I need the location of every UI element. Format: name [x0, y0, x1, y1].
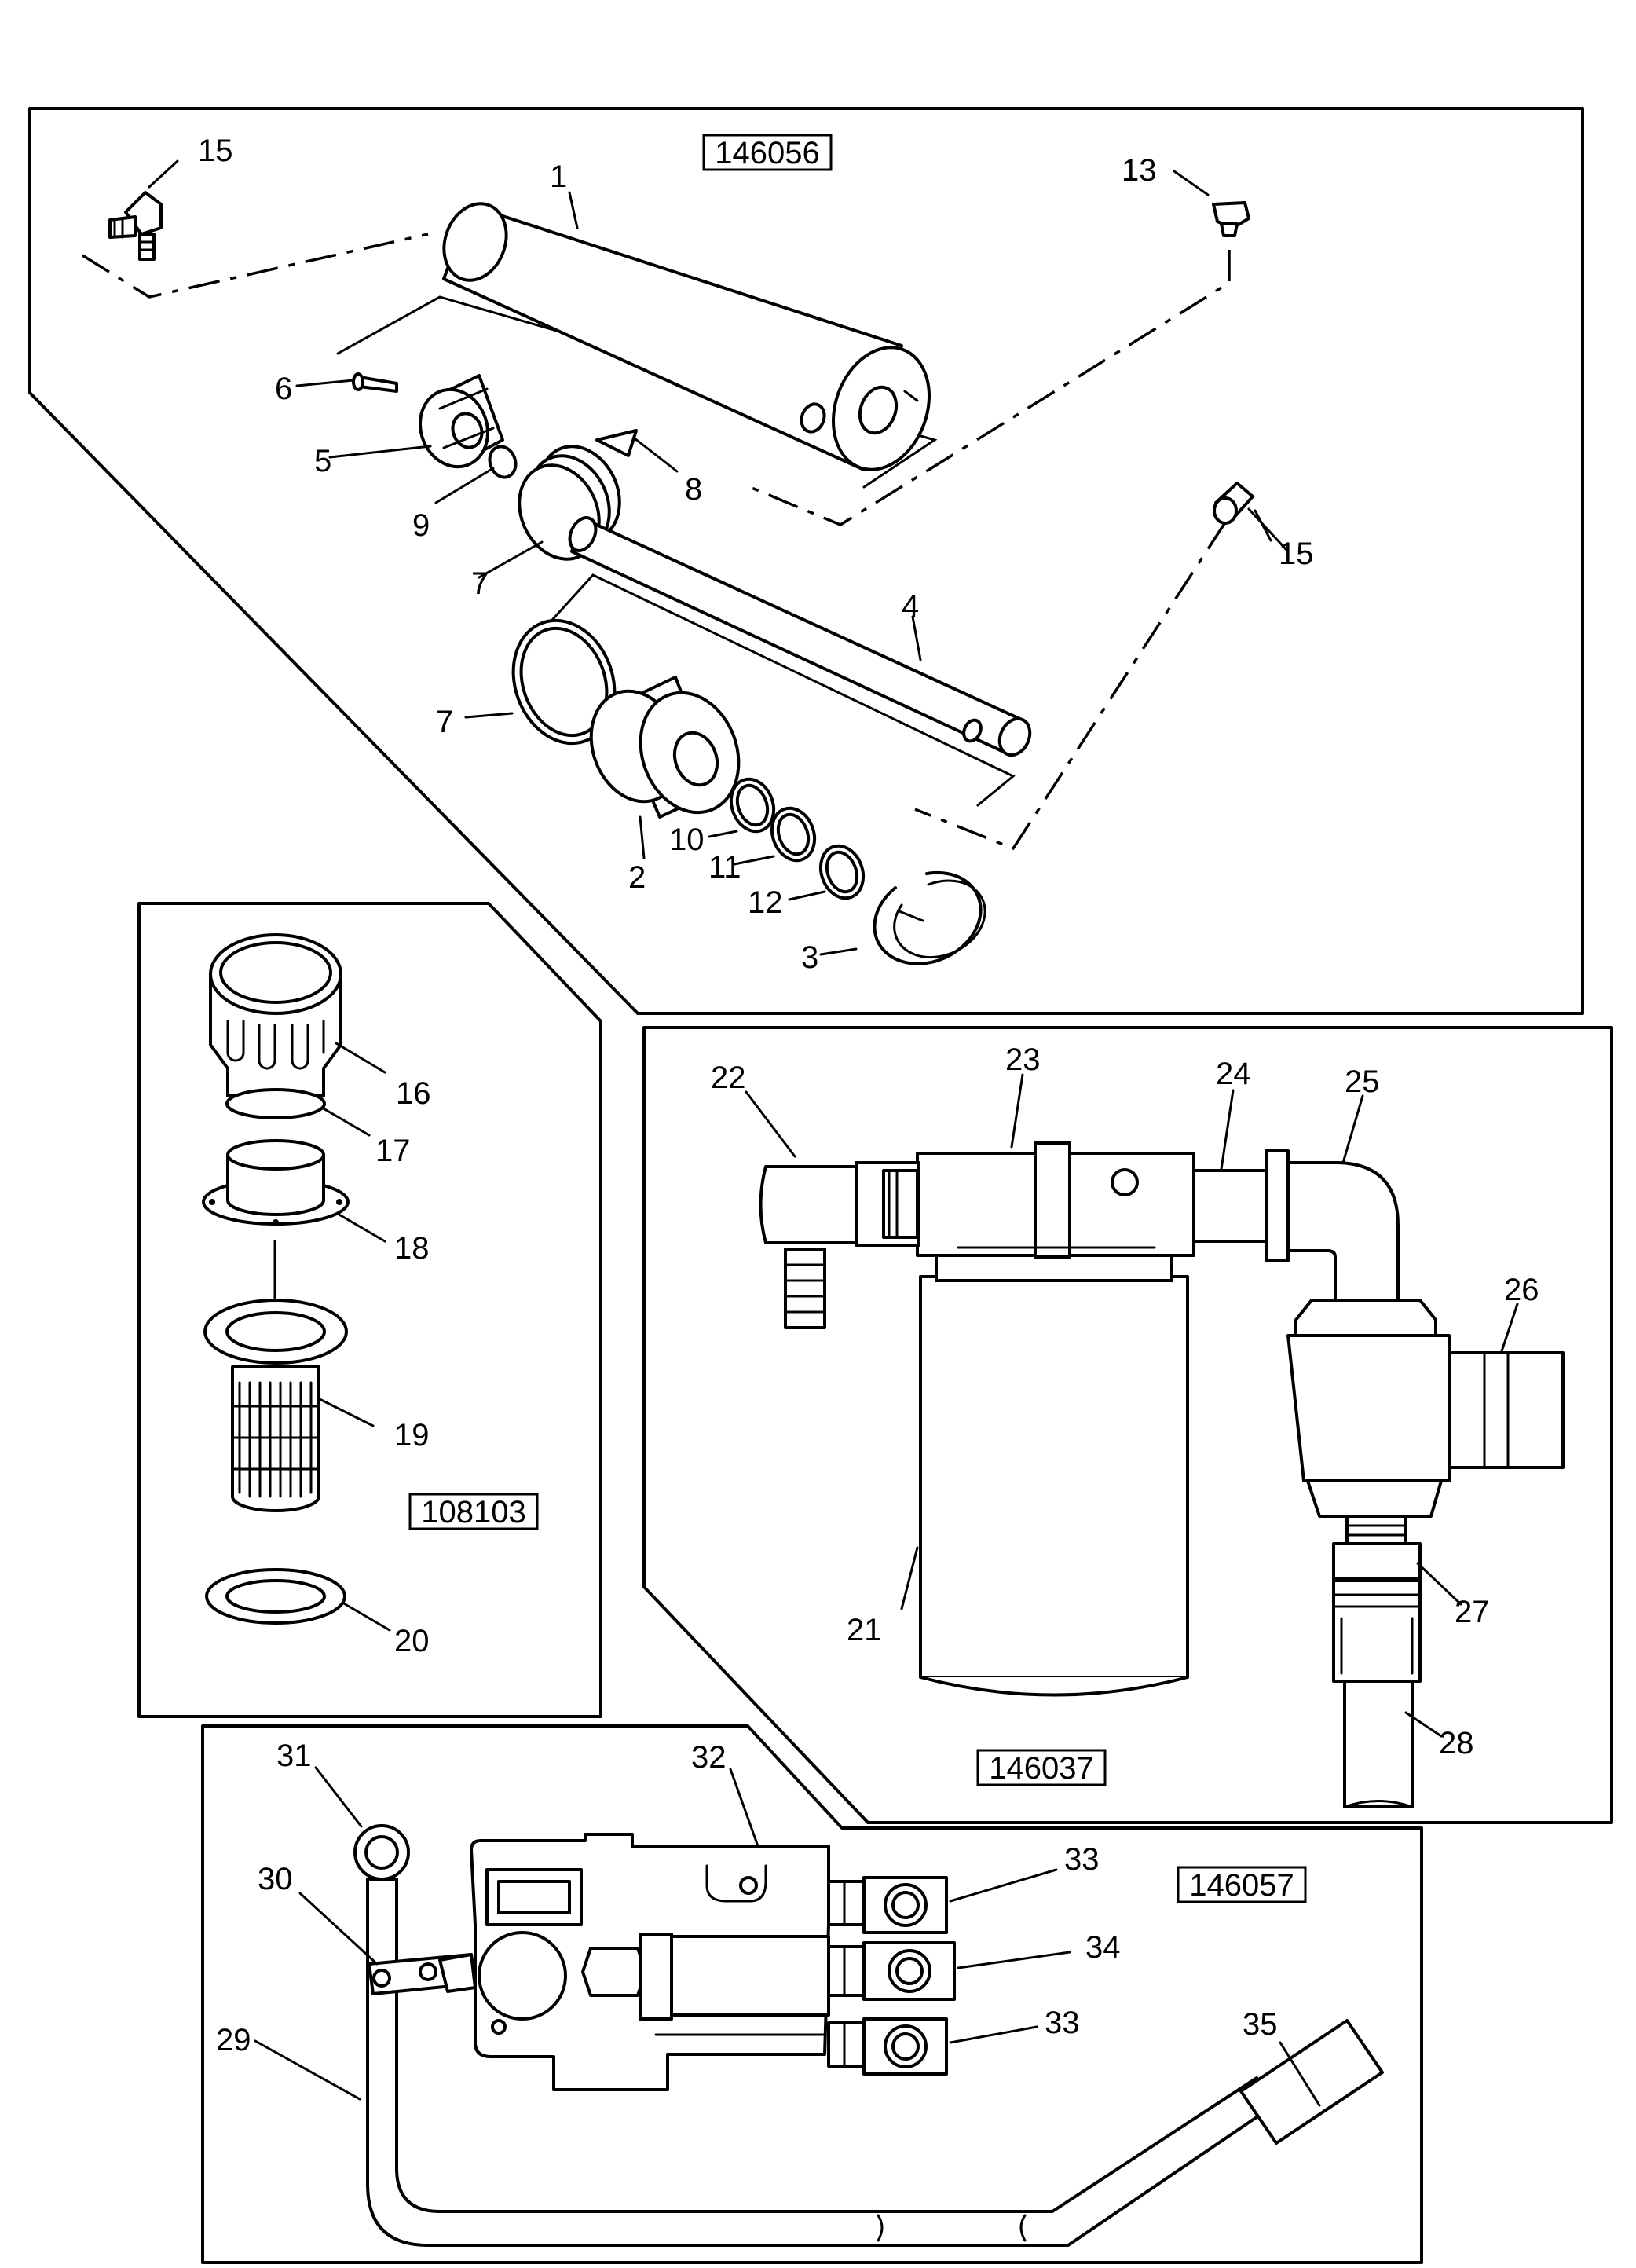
label-21: 21	[847, 1613, 882, 1647]
ref-number-108103: 108103	[421, 1495, 525, 1530]
label-3: 3	[801, 940, 818, 975]
ref-number-146056: 146056	[715, 136, 819, 170]
label-13: 13	[1122, 153, 1157, 188]
label-35: 35	[1243, 2007, 1278, 2042]
label-20: 20	[394, 1624, 430, 1658]
grease-fitting	[1212, 201, 1250, 237]
lever-grip	[1239, 2019, 1384, 2145]
label-1: 1	[550, 159, 567, 194]
label-16: 16	[396, 1076, 431, 1111]
label-32: 32	[691, 1740, 727, 1775]
label-10: 10	[669, 823, 705, 857]
label-30: 30	[258, 1862, 293, 1896]
valve-panel: 146057	[216, 1739, 1384, 2247]
port-fittings	[827, 1876, 956, 2076]
small-o-ring	[488, 445, 518, 479]
label-28: 28	[1439, 1726, 1474, 1761]
gland	[418, 374, 504, 469]
label-8: 8	[685, 472, 702, 507]
label-24: 24	[1216, 1057, 1251, 1091]
elbow-fitting	[108, 191, 163, 261]
panel-strainer-frame	[137, 902, 602, 1718]
seal-pack	[518, 429, 638, 561]
cylinder-barrel	[442, 202, 931, 471]
piston	[589, 676, 741, 819]
label-18: 18	[394, 1231, 430, 1266]
nipple	[1192, 1169, 1268, 1243]
strainer-panel: 108103	[202, 933, 539, 1658]
label-33-bottom: 33	[1045, 2006, 1080, 2040]
panel-frames	[28, 107, 1613, 2264]
panel-valve-frame	[201, 1724, 1423, 2264]
label-26: 26	[1504, 1273, 1539, 1307]
label-12: 12	[748, 885, 783, 920]
label-25: 25	[1345, 1064, 1380, 1099]
adapter-nut	[1332, 1515, 1422, 1683]
inlet-fitting	[759, 1161, 920, 1329]
label-19: 19	[394, 1418, 430, 1453]
label-22: 22	[711, 1061, 746, 1095]
snap-ring	[873, 870, 983, 965]
ref-number-146057: 146057	[1189, 1868, 1294, 1903]
check-valve-body	[1286, 1299, 1565, 1518]
label-5: 5	[314, 444, 331, 478]
cap-gasket	[225, 1088, 326, 1119]
label-33-top: 33	[1064, 1842, 1100, 1877]
label-17: 17	[375, 1134, 411, 1168]
label-34: 34	[1085, 1930, 1121, 1965]
filter-canister	[919, 1251, 1189, 1697]
screw	[352, 372, 398, 393]
label-11: 11	[708, 850, 741, 885]
label-23: 23	[1005, 1042, 1041, 1077]
breather-cap	[209, 933, 342, 1097]
ref-number-146037: 146037	[989, 1751, 1093, 1786]
label-29: 29	[216, 2023, 251, 2057]
label-9: 9	[412, 508, 430, 543]
label-2: 2	[628, 860, 646, 895]
label-7-lower: 7	[436, 705, 453, 739]
piston-rod	[568, 516, 1032, 757]
label-27: 27	[1455, 1595, 1490, 1629]
filter-panel: 146037	[711, 1042, 1565, 1808]
label-31: 31	[276, 1739, 312, 1773]
panel-cylinder-frame	[28, 107, 1584, 1015]
panel-filter-frame	[642, 1026, 1613, 1824]
control-valve-body	[470, 1833, 830, 2091]
hose-elbow	[1265, 1149, 1400, 1306]
label-4: 4	[902, 589, 919, 624]
label-14: 15	[198, 134, 233, 168]
label-15: 15	[1279, 537, 1314, 571]
filter-head	[916, 1141, 1195, 1259]
label-7-upper: 7	[471, 566, 489, 601]
label-6: 6	[275, 372, 292, 406]
protective-caps	[1213, 482, 1254, 525]
strainer-element	[203, 1299, 348, 1512]
eye-ring	[353, 1824, 410, 1881]
hose	[1343, 1680, 1414, 1808]
cylinder-panel: 146056	[82, 134, 1314, 975]
mounting-flange	[202, 1139, 350, 1226]
